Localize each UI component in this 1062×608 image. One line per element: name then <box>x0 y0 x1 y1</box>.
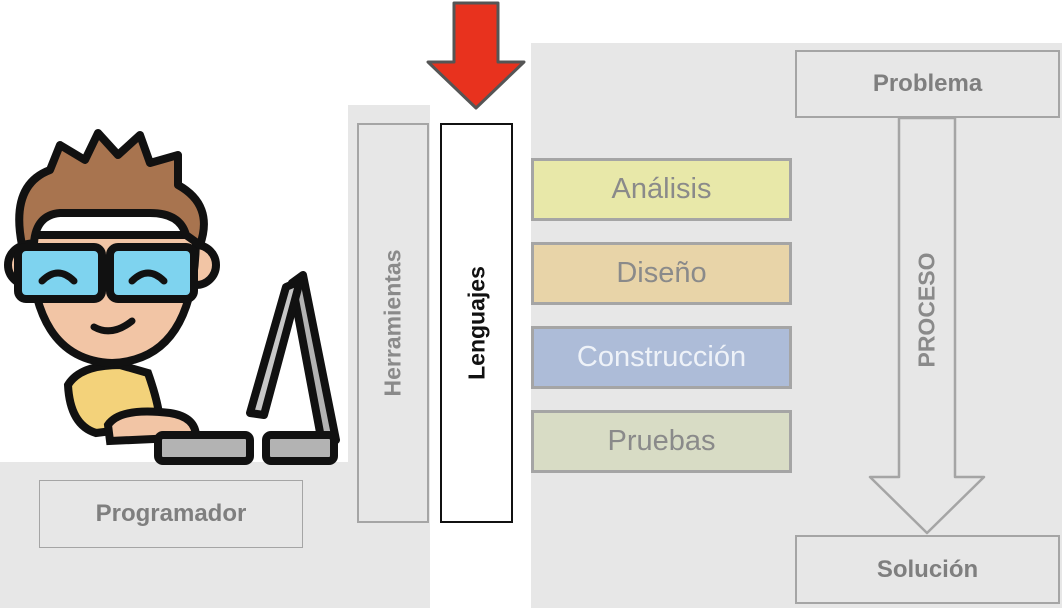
solution-label: Solución <box>876 555 979 583</box>
programmer-box: Programador <box>39 480 303 548</box>
phase-construccion: Construcción <box>531 326 792 389</box>
phase-label: Diseño <box>616 257 707 289</box>
programmer-at-computer-icon <box>4 129 340 465</box>
programmer-panel <box>0 462 348 608</box>
process-down-arrow-icon <box>868 117 986 535</box>
process-label-holder: PROCESO <box>897 200 957 420</box>
languages-label: Lenguajes <box>463 266 489 380</box>
red-down-arrow-icon <box>426 1 526 110</box>
phase-label: Construcción <box>576 341 747 373</box>
process-label: PROCESO <box>913 252 940 368</box>
phase-label: Pruebas <box>607 425 716 457</box>
tools-box: Herramientas <box>357 123 429 523</box>
solution-box: Solución <box>795 535 1060 604</box>
phase-pruebas: Pruebas <box>531 410 792 473</box>
tools-panel <box>348 105 430 608</box>
problem-box: Problema <box>795 50 1060 118</box>
phase-analisis: Análisis <box>531 158 792 221</box>
process-panel <box>531 43 1062 608</box>
phase-diseno: Diseño <box>531 242 792 305</box>
languages-box: Lenguajes <box>440 123 513 523</box>
phase-label: Análisis <box>611 173 712 205</box>
problem-label: Problema <box>872 70 983 97</box>
programmer-label: Programador <box>95 500 247 527</box>
tools-label: Herramientas <box>379 249 406 397</box>
